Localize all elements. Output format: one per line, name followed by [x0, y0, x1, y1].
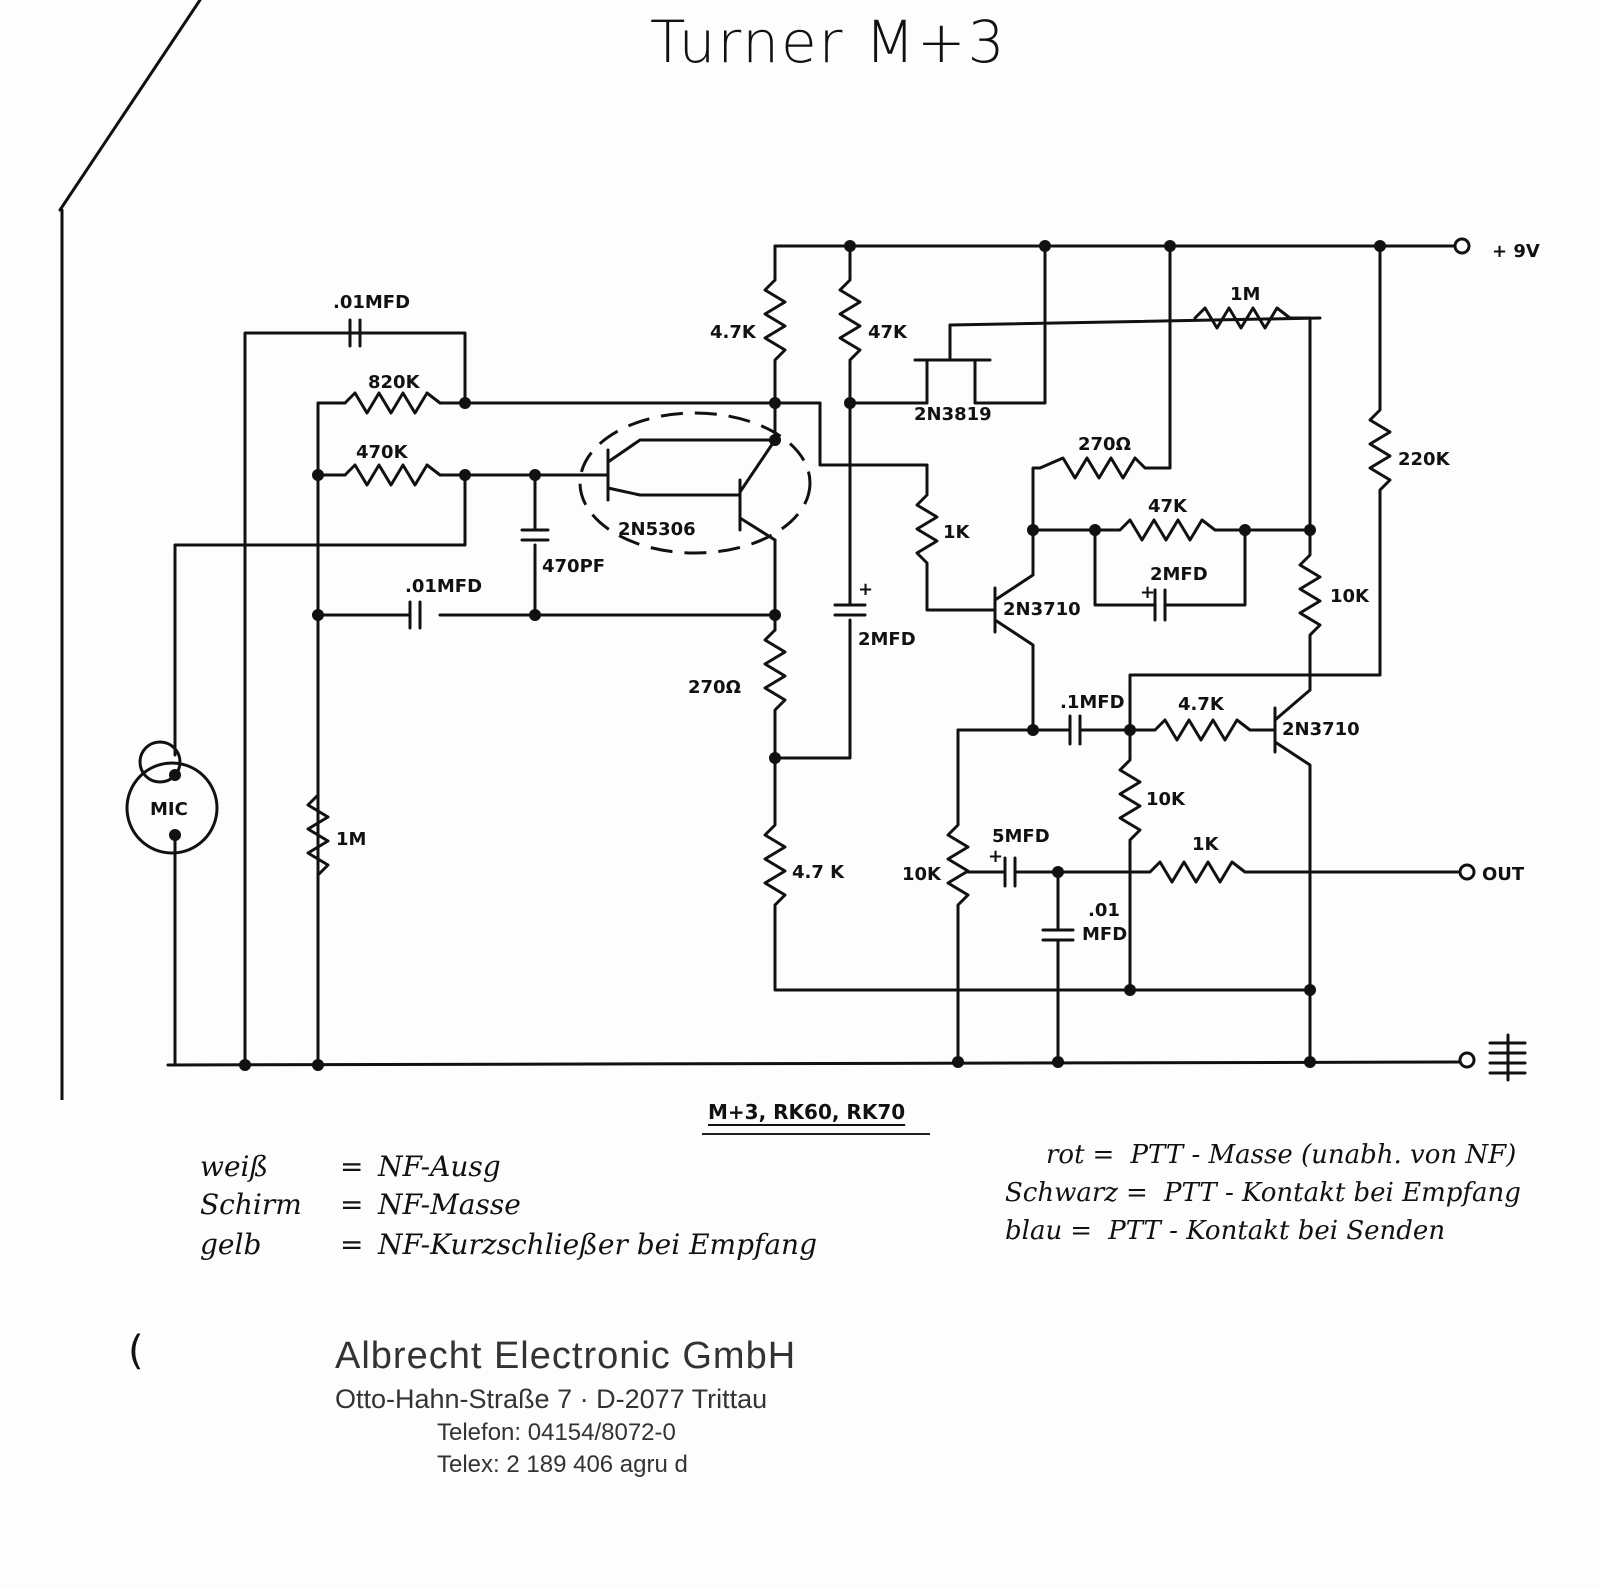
label-q-2n3710-b: 2N3710: [1282, 719, 1360, 740]
label-r-1k-out: 1K: [1192, 834, 1220, 855]
legend-row-right-1: rot=PTT - Masse (unabh. von NF): [1046, 1140, 1517, 1170]
resistor-1m-left: [306, 768, 330, 892]
capacitor-2mfd-right: [1153, 588, 1167, 622]
junction-dots: [169, 240, 1386, 1071]
company-telex: Telex: 2 189 406 agru d: [437, 1451, 688, 1478]
label-r-1m-left: 1M: [336, 829, 366, 850]
binder-hole-mark: (: [128, 1328, 144, 1374]
legend-row-right-3: blau=PTT - Kontakt bei Senden: [1005, 1216, 1446, 1246]
capacitor-470pf: [520, 528, 550, 542]
label-c-01-mid: .01MFD: [405, 576, 482, 597]
label-q-2n3710-a: 2N3710: [1003, 599, 1081, 620]
label-c-plus-right: +: [1140, 582, 1155, 603]
transistor-2n5306-b: [738, 438, 777, 542]
label-r-10k-right: 10K: [1330, 586, 1370, 607]
wire-feedback-left: [243, 331, 467, 1067]
ground-terminal: [1458, 1051, 1476, 1069]
resistor-1k-out: [966, 860, 1464, 884]
wire-2mfd-bottom: [773, 618, 852, 760]
mic-connector-icon: [138, 740, 182, 784]
label-r-4k7-top: 4.7K: [710, 322, 757, 343]
capacitor-01mfd-low: [1041, 870, 1075, 1064]
capacitor-1mfd: [1068, 714, 1082, 746]
transistor-2n5306-a: [533, 438, 777, 502]
label-c-01-top: .01MFD: [333, 292, 410, 313]
legend-row-left-1: weiß=NF-Ausg: [200, 1150, 501, 1183]
resistor-1k-mid: [818, 401, 997, 612]
wire-2mfd-right: [1093, 528, 1247, 607]
transistor-2n3710-b: [1273, 688, 1312, 1064]
legend-row-left-2: Schirm=NF-Masse: [200, 1188, 521, 1221]
label-c-01-low-b: MFD: [1082, 924, 1127, 945]
circuit-schematic: + 9V: [58, 0, 1540, 1100]
label-r-10k-mid: 10K: [1146, 789, 1186, 810]
label-q-2n3819: 2N3819: [914, 404, 992, 425]
label-r-270-right: 270Ω: [1078, 434, 1131, 455]
legend-row-right-2: Schwarz=PTT - Kontakt bei Empfang: [1005, 1178, 1521, 1208]
resistor-270-right: [1031, 244, 1172, 532]
label-mic: MIC: [150, 799, 188, 820]
supply-terminal: [1453, 237, 1471, 255]
label-r-47k-right: 47K: [1148, 496, 1188, 517]
label-c-1mfd: .1MFD: [1060, 692, 1125, 713]
company-name: Albrecht Electronic GmbH: [335, 1335, 797, 1377]
resistor-820k: [343, 391, 442, 415]
label-c-5mfd: 5MFD: [992, 826, 1050, 847]
capacitor-01mfd-top: [348, 318, 362, 348]
label-c-plus-mid: +: [858, 579, 873, 600]
label-r-470k: 470K: [356, 442, 409, 463]
output-label: OUT: [1482, 864, 1525, 885]
legend-row-left-3: gelb=NF-Kurzschließer bei Empfang: [200, 1228, 818, 1261]
label-r-47k-top: 47K: [868, 322, 908, 343]
label-r-220k: 220K: [1398, 449, 1451, 470]
resistor-47k-right: [1031, 518, 1312, 542]
label-c-2mfd-mid: 2MFD: [858, 629, 916, 650]
resistor-270-mid: [763, 628, 787, 760]
company-phone: Telefon: 04154/8072-0: [437, 1419, 676, 1446]
company-address: Otto-Hahn-Straße 7 · D-2077 Trittau: [335, 1384, 768, 1414]
transistor-2n3819: [848, 244, 1322, 405]
darlington-outline: [578, 411, 812, 555]
wire-left-bus: [316, 401, 347, 1067]
label-r-1m-top: 1M: [1230, 284, 1260, 305]
resistor-4k7-low: [763, 756, 1307, 992]
page-fold-mark: [58, 0, 202, 212]
resistor-10k-right: [1298, 528, 1322, 692]
label-q-2n5306: 2N5306: [618, 519, 696, 540]
company-stamp: Albrecht Electronic GmbH Otto-Hahn-Straß…: [335, 1335, 796, 1479]
ground-symbol-icon: [1488, 1033, 1527, 1082]
transistor-2n3710-a: [993, 528, 1035, 732]
subtitle-underline: [702, 1133, 930, 1135]
resistor-4k7-right: [956, 718, 1277, 742]
wire-mic-hot: [173, 473, 467, 757]
resistor-47k-top: [838, 244, 862, 607]
label-r-10k-pot: 10K: [902, 864, 942, 885]
label-r-4k7-low: 4.7 K: [792, 862, 845, 883]
label-c-plus-5: +: [988, 846, 1003, 867]
capacitor-5mfd: [1003, 856, 1017, 888]
page-title: Turner M+3: [650, 8, 1007, 76]
output-terminal: [1458, 863, 1476, 881]
label-r-820k: 820K: [368, 372, 421, 393]
resistor-1m-top: [1193, 306, 1312, 532]
diagram-subtitle: M+3, RK60, RK70: [708, 1100, 906, 1124]
resistor-470k: [343, 463, 442, 487]
label-c-01-low-a: .01: [1088, 900, 1120, 921]
label-r-1k-mid: 1K: [943, 522, 971, 543]
capacitor-2mfd-mid: [833, 603, 867, 617]
ground-rail-wire: [166, 1060, 1464, 1067]
label-c-470pf: 470PF: [542, 556, 605, 577]
label-c-2mfd-right: 2MFD: [1150, 564, 1208, 585]
mic-icon: [125, 761, 219, 855]
supply-label: + 9V: [1492, 241, 1540, 262]
potentiometer-10k: [946, 728, 970, 1064]
capacitor-01mfd-mid: [408, 600, 422, 630]
resistor-4k7-top: [763, 278, 787, 442]
resistor-220k: [1128, 244, 1392, 732]
label-r-4k7-right: 4.7K: [1178, 694, 1225, 715]
label-r-270-mid: 270Ω: [688, 677, 741, 698]
resistor-10k-mid: [1118, 728, 1142, 992]
